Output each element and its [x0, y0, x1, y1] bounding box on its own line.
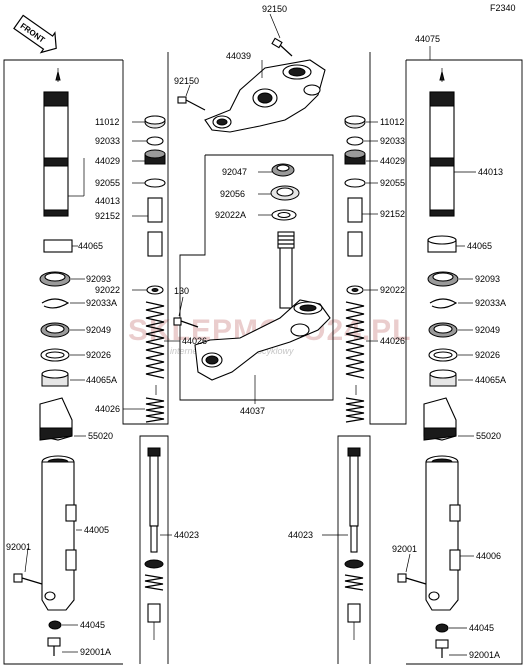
center-spring-label: 44026: [182, 336, 207, 346]
right-slider-label: 44006: [476, 551, 501, 561]
top-bolt: [271, 37, 293, 57]
left-guard-label: 55020: [88, 431, 113, 441]
left-tube-label: 44013: [95, 196, 120, 206]
right-oring-label: 92033: [380, 136, 405, 146]
left-slider: [41, 455, 77, 611]
right-collar-label: 92152: [380, 209, 405, 219]
left-ring: [144, 178, 166, 188]
bracket-upper-label: 44039: [226, 51, 251, 61]
right-sleeve-label: 44065: [467, 241, 492, 251]
right-dust-seal-label: 92093: [475, 274, 500, 284]
left-center-spring-lower: [145, 397, 165, 423]
right-bottom-nut-label: 44045: [469, 623, 494, 633]
left-oil-seal-label: 92049: [86, 325, 111, 335]
left-ring-label: 92055: [95, 178, 120, 188]
left-rod-label: 44023: [174, 530, 199, 540]
right-guard-label: 55020: [476, 431, 501, 441]
stem-lower-label: 44037: [240, 406, 265, 416]
left-slider-label: 44005: [84, 525, 109, 535]
right-damper-rod: [344, 447, 364, 640]
right-spring-label: 44026: [380, 336, 405, 346]
left-nut-label: 44029: [95, 156, 120, 166]
left-bushing-label: 92026: [86, 350, 111, 360]
left-screw: [47, 637, 61, 656]
right-bolt-label: 92001: [392, 544, 417, 554]
left-collar: [147, 197, 163, 223]
left-bottom-nut-label: 44045: [80, 620, 105, 630]
upper-bracket: [204, 59, 326, 133]
left-group-box: [3, 59, 123, 665]
top-bolt-lead: [269, 13, 281, 39]
right-collar: [347, 197, 363, 223]
figure-code: F2340: [490, 3, 516, 13]
left-screw-label: 92001A: [80, 647, 111, 657]
right-clip: [429, 298, 458, 309]
left-dust-seal-label: 92093: [86, 274, 111, 284]
right-center-spring: [345, 301, 365, 379]
left-sleeve-label: 44065: [78, 241, 103, 251]
right-slider: [425, 455, 461, 611]
right-bottom-nut: [435, 623, 449, 633]
right-oring: [346, 136, 364, 146]
right-group-box-inner: [369, 52, 407, 425]
left-damper-rod: [144, 447, 164, 640]
right-group-label: 44075: [415, 34, 440, 44]
left-bottom-nut: [48, 620, 62, 630]
left-oring: [146, 136, 164, 146]
right-cap-label: 11012: [380, 117, 404, 127]
right-bushing-label: 92026: [475, 350, 500, 360]
left-upper-tube: [43, 91, 69, 217]
right-ring-label: 92055: [380, 178, 405, 188]
seal-b-label: 92056: [220, 189, 245, 199]
left-group-box-inner: [122, 52, 169, 425]
stem-bolt: [173, 317, 199, 328]
left-washer-label: 92022: [95, 285, 120, 295]
left-clip-label: 92033A: [86, 298, 117, 308]
left-cap-label: 11012: [95, 117, 119, 127]
right-oil-seal-label: 92049: [475, 325, 500, 335]
right-group-box: [406, 59, 523, 665]
right-upper-tube: [429, 91, 455, 217]
right-rod-label: 44023: [288, 530, 313, 540]
right-nut-label: 44029: [380, 156, 405, 166]
top-bolt-label: 92150: [262, 4, 287, 14]
steering-stem: [194, 231, 331, 381]
stem-bolt-label: 130: [174, 286, 189, 296]
stem-group-box: [179, 154, 334, 401]
left-guide-label: 44065A: [86, 375, 117, 385]
right-screw: [435, 639, 449, 658]
right-clip-label: 92033A: [475, 298, 506, 308]
bracket-side-bolt: [177, 96, 206, 111]
right-center-spring-lower: [345, 397, 365, 423]
bracket-side-bolt-label: 92150: [174, 76, 199, 86]
left-collar-label: 92152: [95, 211, 120, 221]
seal-a-label: 92047: [222, 167, 247, 177]
left-oring-label: 92033: [95, 136, 120, 146]
right-guide-label: 44065A: [475, 375, 506, 385]
front-arrow-badge: FRONT: [13, 14, 57, 54]
left-lower-box: [139, 435, 169, 664]
right-bolt: [397, 573, 427, 585]
right-ring: [344, 178, 366, 188]
right-tube-label: 44013: [478, 167, 503, 177]
left-clip: [41, 298, 70, 309]
right-screw-label: 92001A: [469, 650, 500, 660]
left-center-spring: [145, 301, 165, 379]
right-lower-box: [337, 435, 371, 664]
left-spring-label: 44026: [95, 404, 120, 414]
washer-c-label: 92022A: [215, 210, 246, 220]
right-washer-label: 92022: [380, 285, 405, 295]
left-bolt-label: 92001: [6, 542, 31, 552]
stem-bolt-lead: [178, 296, 184, 317]
left-bolt: [13, 573, 43, 585]
bracket-side-bolt-lead: [185, 84, 191, 97]
